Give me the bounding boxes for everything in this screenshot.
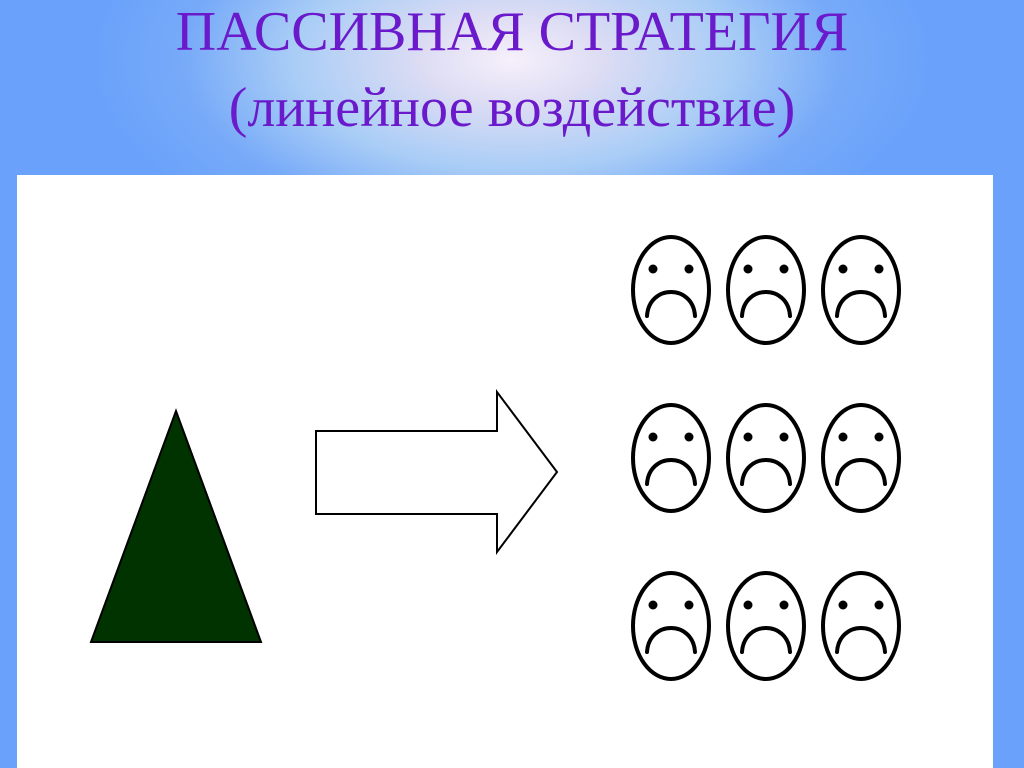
- face-right-eye: [874, 432, 884, 442]
- sad-face-icon: [726, 571, 806, 681]
- face-right-eye: [779, 432, 789, 442]
- sad-face-icon: [631, 235, 711, 345]
- face-left-eye: [838, 432, 848, 442]
- sad-face-icon: [726, 235, 806, 345]
- face-frown: [645, 626, 697, 654]
- face-right-eye: [874, 600, 884, 610]
- sad-face-icon: [631, 571, 711, 681]
- face-left-eye: [838, 264, 848, 274]
- sad-face-icon: [821, 403, 901, 513]
- face-left-eye: [838, 600, 848, 610]
- title-main: ПАССИВНАЯ СТРАТЕГИЯ: [175, 1, 849, 63]
- face-left-eye: [743, 600, 753, 610]
- sad-face-icon: [821, 235, 901, 345]
- face-right-eye: [684, 600, 694, 610]
- face-frown: [835, 626, 887, 654]
- face-frown: [835, 290, 887, 318]
- face-frown: [645, 458, 697, 486]
- title-subtitle: (линейное воздействие): [228, 77, 796, 139]
- face-left-eye: [648, 432, 658, 442]
- face-left-eye: [743, 432, 753, 442]
- face-frown: [740, 458, 792, 486]
- face-frown: [740, 290, 792, 318]
- face-left-eye: [648, 264, 658, 274]
- sad-face-icon: [821, 571, 901, 681]
- face-right-eye: [779, 600, 789, 610]
- block-arrow-shape: [315, 389, 559, 555]
- face-right-eye: [684, 432, 694, 442]
- face-left-eye: [743, 264, 753, 274]
- face-right-eye: [779, 264, 789, 274]
- slide-title: ПАССИВНАЯ СТРАТЕГИЯ (линейное воздействи…: [0, 0, 1024, 175]
- face-frown: [645, 290, 697, 318]
- sad-face-icon: [631, 403, 711, 513]
- sad-face-icon: [726, 403, 806, 513]
- face-right-eye: [874, 264, 884, 274]
- triangle-shape: [89, 408, 263, 643]
- face-frown: [740, 626, 792, 654]
- face-left-eye: [648, 600, 658, 610]
- sad-face-grid: [631, 235, 901, 681]
- face-right-eye: [684, 264, 694, 274]
- face-frown: [835, 458, 887, 486]
